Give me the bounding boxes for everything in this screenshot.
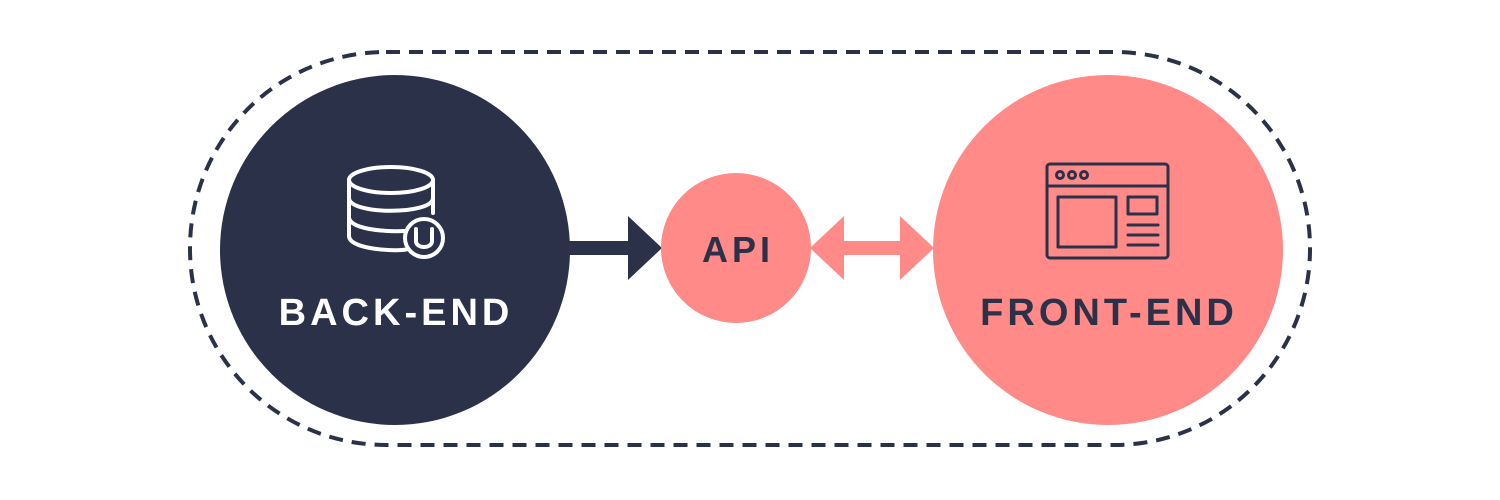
api-node: API	[661, 173, 811, 323]
api-circle	[661, 173, 811, 323]
api-label: API	[702, 229, 774, 270]
api-frontend-two-way-arrow	[810, 216, 934, 280]
frontend-label: FRONT-END	[980, 292, 1238, 334]
system-boundary	[188, 50, 1312, 447]
backend-label: BACK-END	[279, 292, 514, 334]
browser-window-icon	[1045, 162, 1170, 260]
database-icon	[347, 165, 445, 259]
frontend-node: FRONT-END	[933, 75, 1283, 425]
backend-node: BACK-END	[220, 75, 570, 425]
frontend-circle	[933, 75, 1283, 425]
backend-to-api-arrow	[565, 216, 662, 280]
